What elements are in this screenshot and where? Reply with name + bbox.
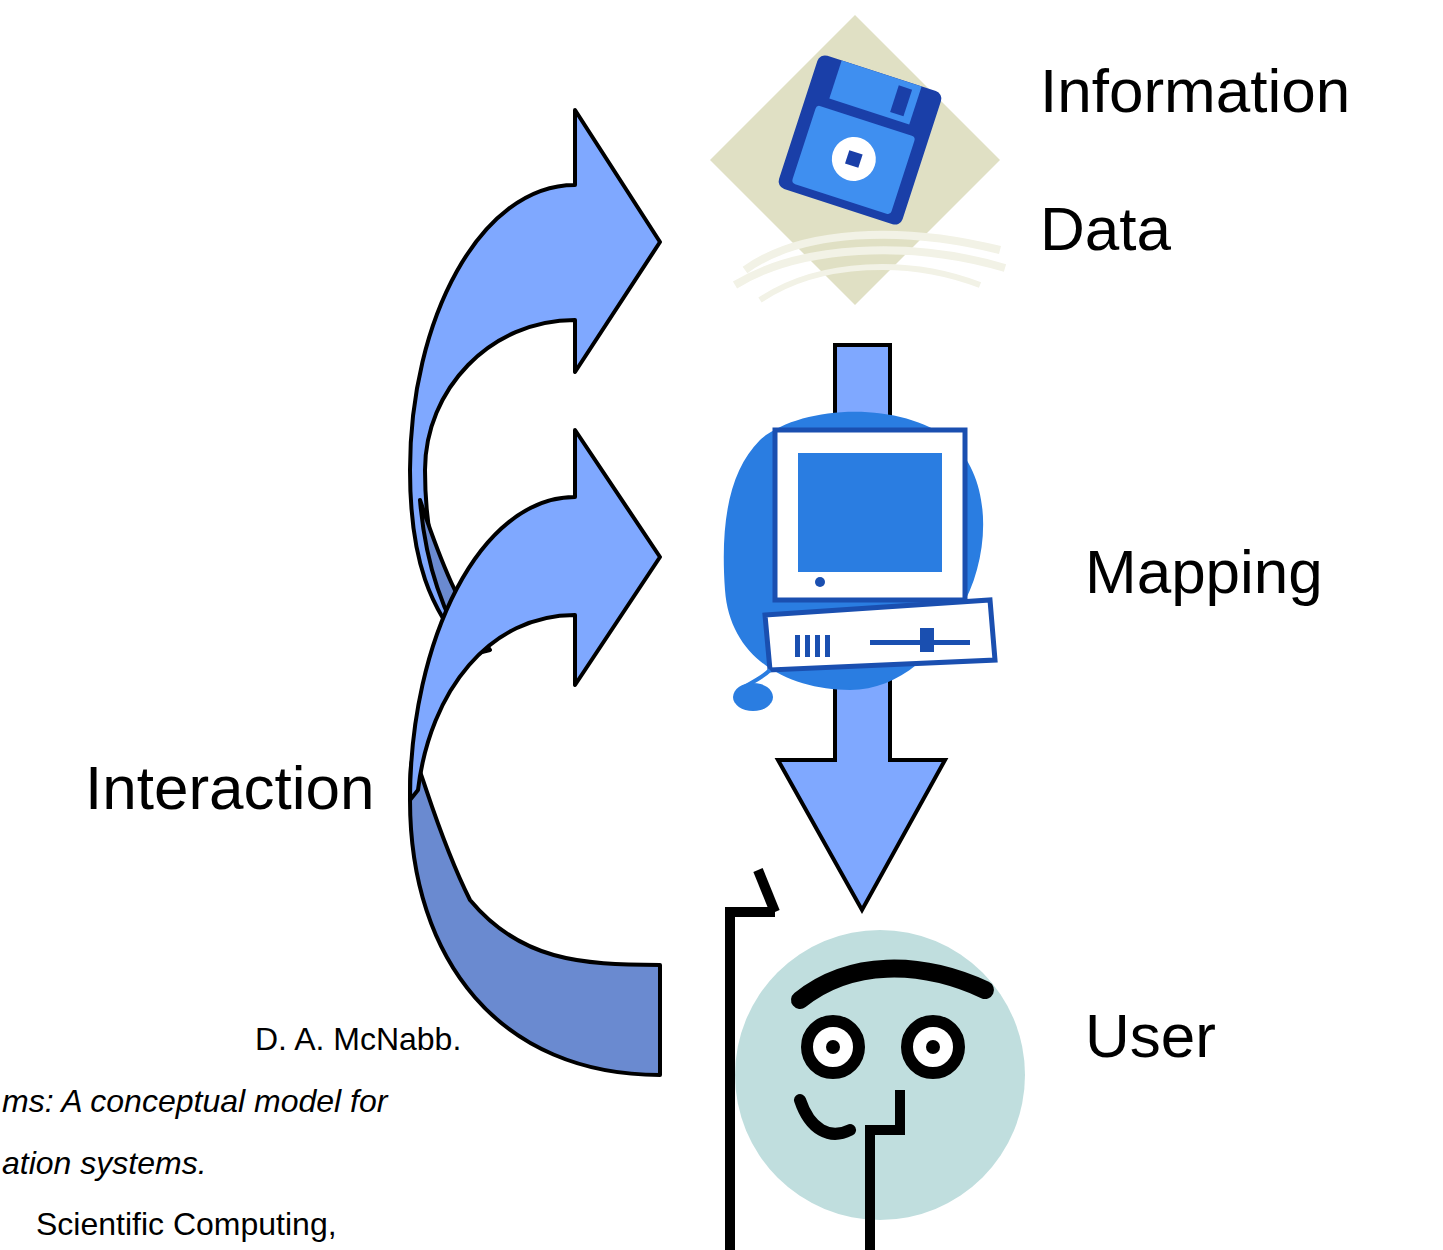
interaction-label: Interaction <box>85 752 395 824</box>
data-icon <box>710 15 1005 305</box>
user-icon <box>730 870 1025 1250</box>
data-label: Information Data <box>1040 22 1435 298</box>
citation-line: ation systems. <box>2 1144 522 1182</box>
citation-line: Scientific Computing, <box>36 1205 556 1243</box>
citation-line: ms: A conceptual model for <box>2 1082 522 1120</box>
citation-line: D. A. McNabb. <box>255 1020 675 1058</box>
computer-icon <box>724 412 995 711</box>
user-label: User <box>1085 1000 1385 1072</box>
interaction-arrow <box>410 430 660 1075</box>
mapping-label: Mapping <box>1085 536 1425 608</box>
